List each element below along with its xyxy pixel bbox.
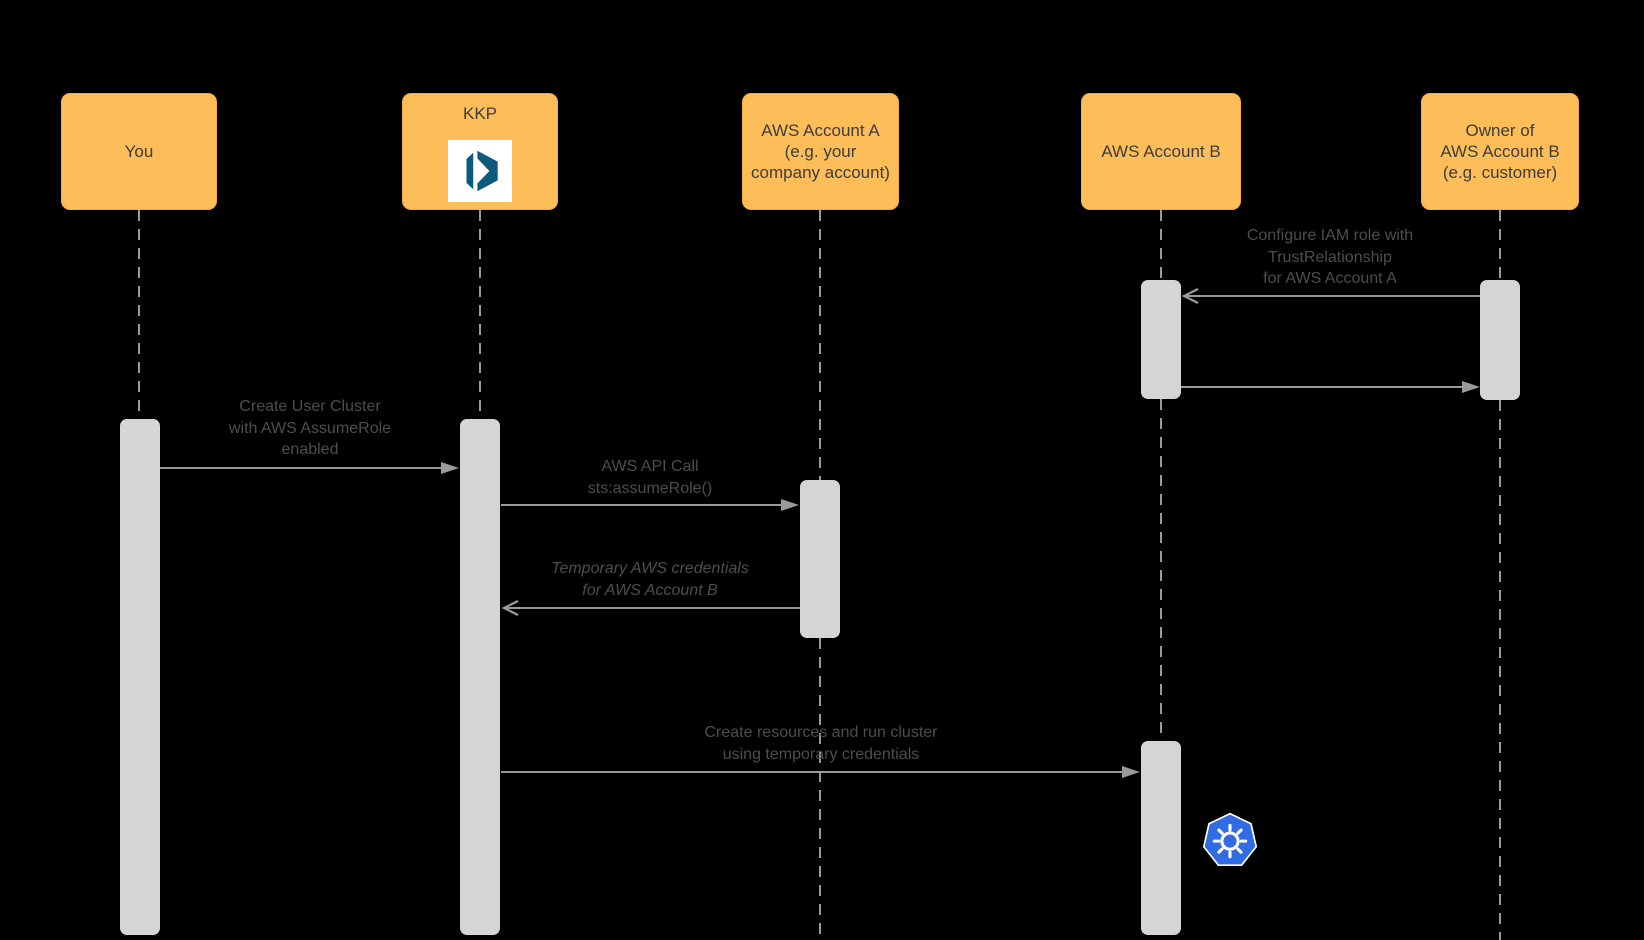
- actor-you-label: You: [124, 142, 154, 161]
- arrow-create-resources: [501, 762, 1140, 782]
- filled-arrowhead-right-icon: [781, 499, 799, 511]
- lifeline-owner: [1499, 210, 1501, 280]
- activation-owner: [1480, 280, 1520, 400]
- open-arrowhead-left-icon: [1181, 288, 1199, 304]
- actor-aws-account-b-label: AWS Account B: [1101, 142, 1221, 161]
- activation-aws-b-1: [1141, 280, 1181, 399]
- actor-aws-account-a: AWS Account A (e.g. your company account…: [742, 93, 899, 210]
- actor-kkp: KKP: [402, 93, 558, 210]
- filled-arrowhead-right-icon: [1122, 766, 1140, 778]
- lifeline-owner: [1499, 400, 1501, 940]
- lifeline-aws-a: [819, 210, 821, 480]
- lifeline-kkp: [479, 210, 481, 420]
- actor-aws-account-a-label: AWS Account A (e.g. your company account…: [751, 121, 890, 182]
- message-temporary-credentials: Temporary AWS credentials for AWS Accoun…: [551, 560, 749, 599]
- message-aws-api-call: AWS API Call sts:assumeRole(): [587, 458, 713, 497]
- actor-owner: Owner of AWS Account B (e.g. customer): [1421, 93, 1579, 210]
- arrow-temporary-credentials: [501, 598, 800, 618]
- kubernetes-logo-icon: [1202, 811, 1258, 869]
- actor-you: You: [61, 93, 217, 210]
- message-configure-iam-role: Configure IAM role with TrustRelationshi…: [1246, 227, 1414, 287]
- filled-arrowhead-right-icon: [441, 462, 459, 474]
- arrow-configure-iam-role: [1181, 286, 1480, 306]
- arrow-aws-api-call: [501, 495, 799, 515]
- kubermatic-logo-icon: [448, 140, 512, 202]
- activation-aws-a: [800, 480, 840, 638]
- lifeline-aws-b: [1160, 399, 1162, 741]
- open-arrowhead-left-icon: [501, 600, 519, 616]
- filled-arrowhead-right-icon: [1462, 381, 1480, 393]
- lifeline-aws-a: [819, 638, 821, 940]
- message-create-resources: Create resources and run cluster using t…: [704, 724, 938, 763]
- activation-aws-b-2: [1141, 741, 1181, 935]
- activation-you: [120, 419, 160, 935]
- actor-owner-label: Owner of AWS Account B (e.g. customer): [1440, 121, 1560, 182]
- actor-aws-account-b: AWS Account B: [1081, 93, 1241, 210]
- actor-kkp-label: KKP: [462, 104, 498, 123]
- arrow-aws-b-to-owner: [1181, 377, 1480, 397]
- lifeline-aws-b: [1160, 210, 1162, 280]
- arrow-create-user-cluster: [160, 458, 459, 478]
- lifeline-you: [138, 210, 140, 420]
- activation-kkp: [460, 419, 500, 935]
- message-create-user-cluster: Create User Cluster with AWS AssumeRole …: [228, 398, 392, 458]
